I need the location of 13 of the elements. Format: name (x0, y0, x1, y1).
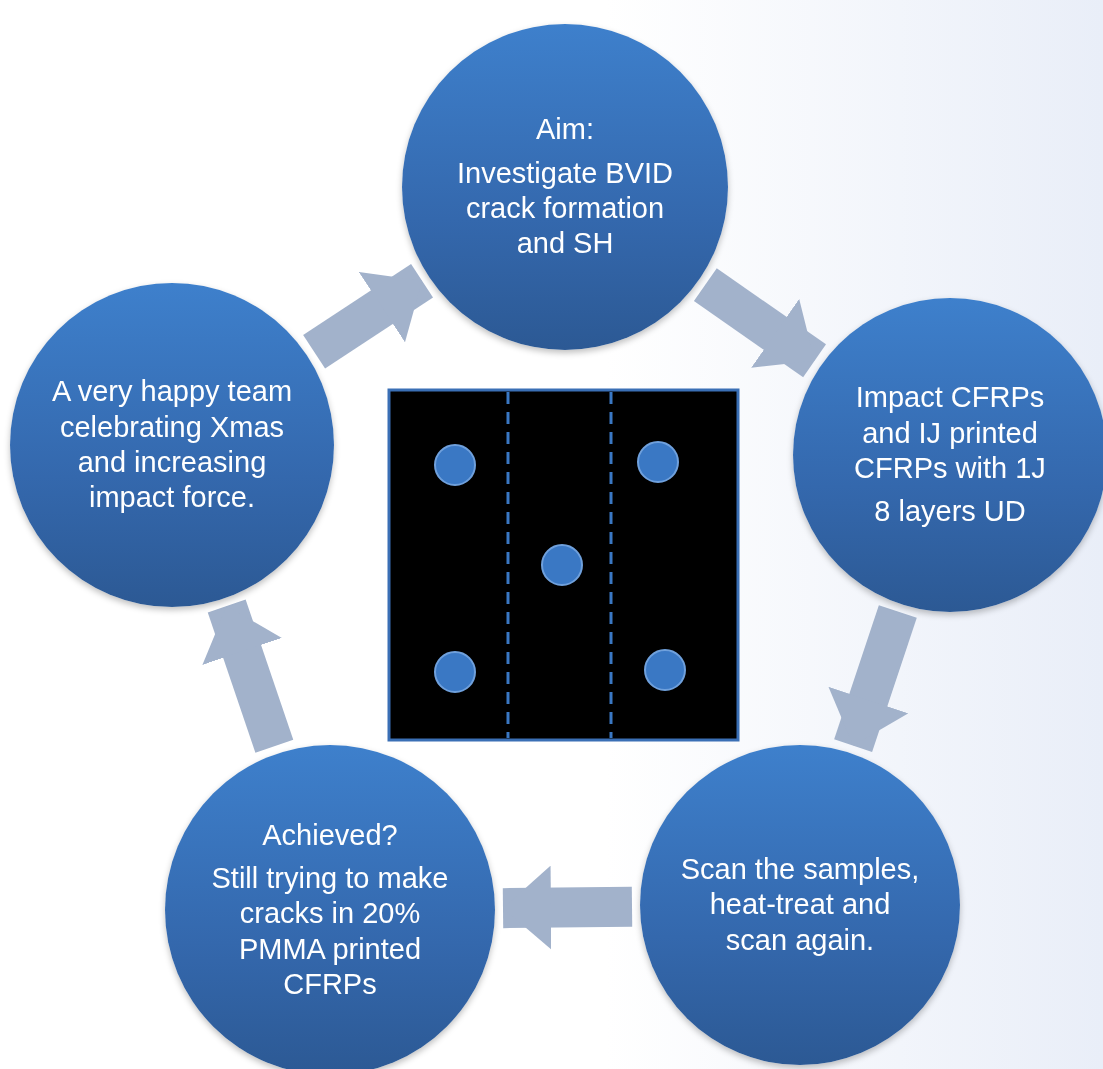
circle-text: 8 layers UD (874, 494, 1026, 530)
block-arrow (828, 605, 917, 752)
block-arrow (202, 599, 294, 753)
block-arrow (502, 865, 633, 950)
circle-text: Aim: (536, 112, 594, 148)
circle-text: Still trying to make cracks in 20% PMMA printed CFRPs (210, 860, 450, 1003)
block-arrow (303, 264, 434, 369)
circle-text: Impact CFRPs and IJ printed CFRPs with 1J (853, 380, 1047, 486)
circle-text: A very happy team celebrating Xmas and increasing impact force. (50, 374, 294, 516)
block-arrow (693, 268, 826, 378)
circle-text: Achieved? (262, 817, 398, 853)
circle-text: Investigate BVID crack formation and SH (456, 155, 674, 262)
circle-text: Scan the samples, heat-treat and scan again. (680, 851, 920, 958)
